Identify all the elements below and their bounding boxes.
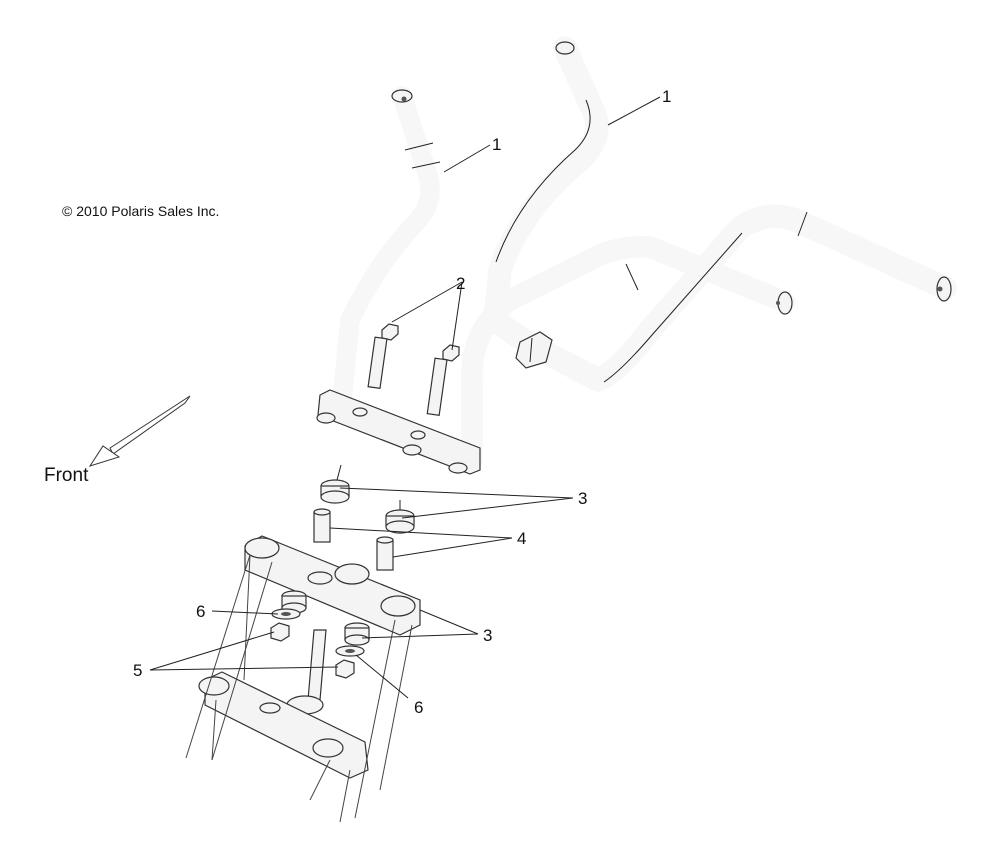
riser-bushing	[320, 464, 415, 534]
fork-tubes	[185, 554, 413, 823]
callout-1-left: 1	[492, 135, 501, 154]
callout-6-left: 6	[196, 602, 205, 621]
front-label: Front	[44, 465, 89, 486]
callout-6-right: 6	[414, 698, 423, 717]
handlebar-bolt	[367, 323, 460, 416]
steering-stem	[286, 629, 327, 715]
callout-2: 2	[456, 274, 465, 293]
callout-4: 4	[517, 529, 526, 548]
nut	[270, 622, 355, 679]
callout-3-lower: 3	[483, 626, 492, 645]
callout-leaders	[149, 96, 661, 699]
lower-triple-clamp	[198, 671, 369, 779]
callout-5: 5	[133, 661, 142, 680]
handlebar-standard	[316, 86, 796, 475]
upper-triple-clamp	[244, 535, 421, 636]
spacer-sleeve	[313, 508, 394, 571]
copyright-text: © 2010 Polaris Sales Inc.	[62, 203, 219, 219]
callout-1-right: 1	[662, 87, 671, 106]
callout-3-upper: 3	[578, 489, 587, 508]
front-arrow-icon	[88, 395, 191, 467]
handlebar-tall	[483, 36, 957, 392]
